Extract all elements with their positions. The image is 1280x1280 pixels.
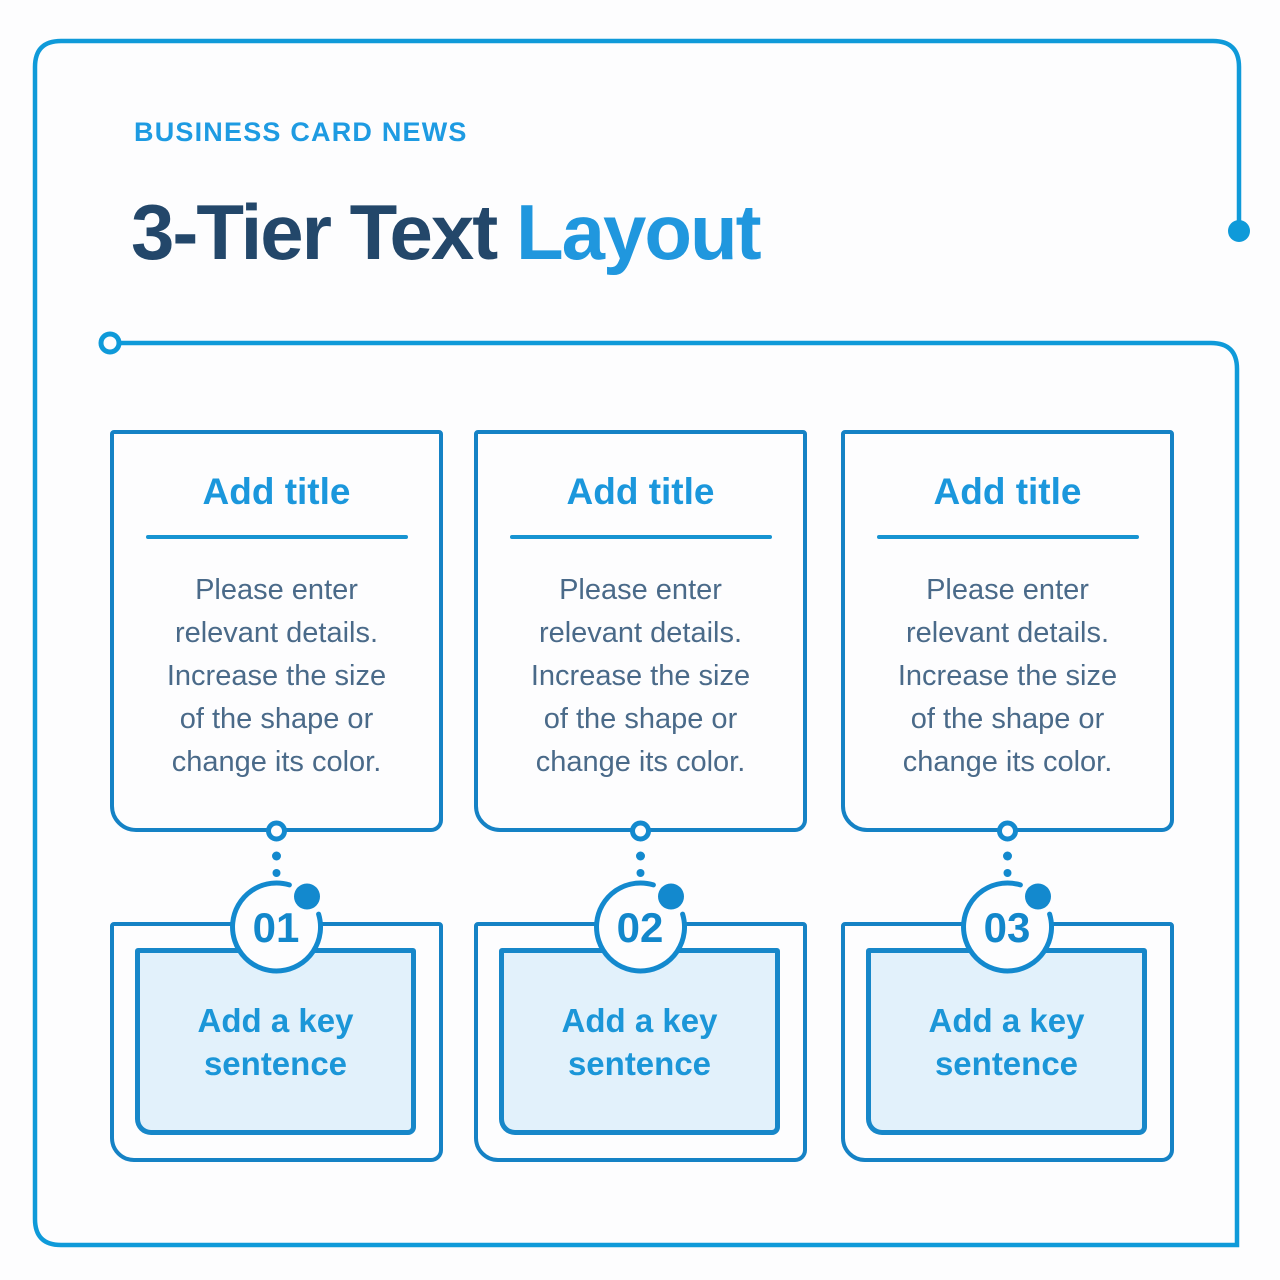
- tier3-dot-b: [1003, 869, 1012, 877]
- page-title: 3-Tier Text Layout: [131, 186, 762, 278]
- tier2-dot-b: [636, 869, 645, 877]
- tier2-dot-a: [636, 851, 645, 861]
- tier-card-1-divider: [145, 535, 408, 539]
- key-box-1-text: Add a key sentence: [135, 948, 416, 1135]
- key-box-2: Add a key sentence: [474, 922, 807, 1162]
- page-title-dark: 3-Tier Text: [131, 188, 498, 276]
- tier-card-3: Add title Please enter relevant details.…: [841, 430, 1174, 832]
- frame-end-dot: [1228, 220, 1250, 242]
- tier1-dot-b: [272, 869, 281, 877]
- step-number-1: 01: [252, 904, 300, 951]
- tier-card-3-body: Please enter relevant details. Increase …: [897, 574, 1118, 778]
- tier-card-2-divider: [509, 535, 772, 539]
- step-number-3: 03: [983, 904, 1031, 951]
- eyebrow-label: BUSINESS CARD NEWS: [134, 117, 468, 147]
- key-box-3: Add a key sentence: [841, 922, 1174, 1162]
- frame-start-ring: [98, 331, 122, 355]
- tier-card-1-body: Please enter relevant details. Increase …: [166, 574, 387, 778]
- key-box-1: Add a key sentence: [110, 922, 443, 1162]
- tier-card-3-title: Add title: [933, 471, 1082, 512]
- tier3-dot-a: [1003, 851, 1012, 861]
- tier-card-1-title: Add title: [202, 471, 351, 512]
- tier1-dot-a: [272, 851, 281, 861]
- key-box-3-text: Add a key sentence: [866, 948, 1147, 1135]
- tier-card-2-title: Add title: [566, 471, 715, 512]
- step-number-2: 02: [616, 904, 664, 951]
- tier-card-1: Add title Please enter relevant details.…: [110, 430, 443, 832]
- tier-card-2-body: Please enter relevant details. Increase …: [530, 574, 751, 778]
- page-title-accent: Layout: [515, 188, 762, 276]
- tier-card-2: Add title Please enter relevant details.…: [474, 430, 807, 832]
- tier-card-3-divider: [876, 535, 1139, 539]
- key-box-2-text: Add a key sentence: [499, 948, 780, 1135]
